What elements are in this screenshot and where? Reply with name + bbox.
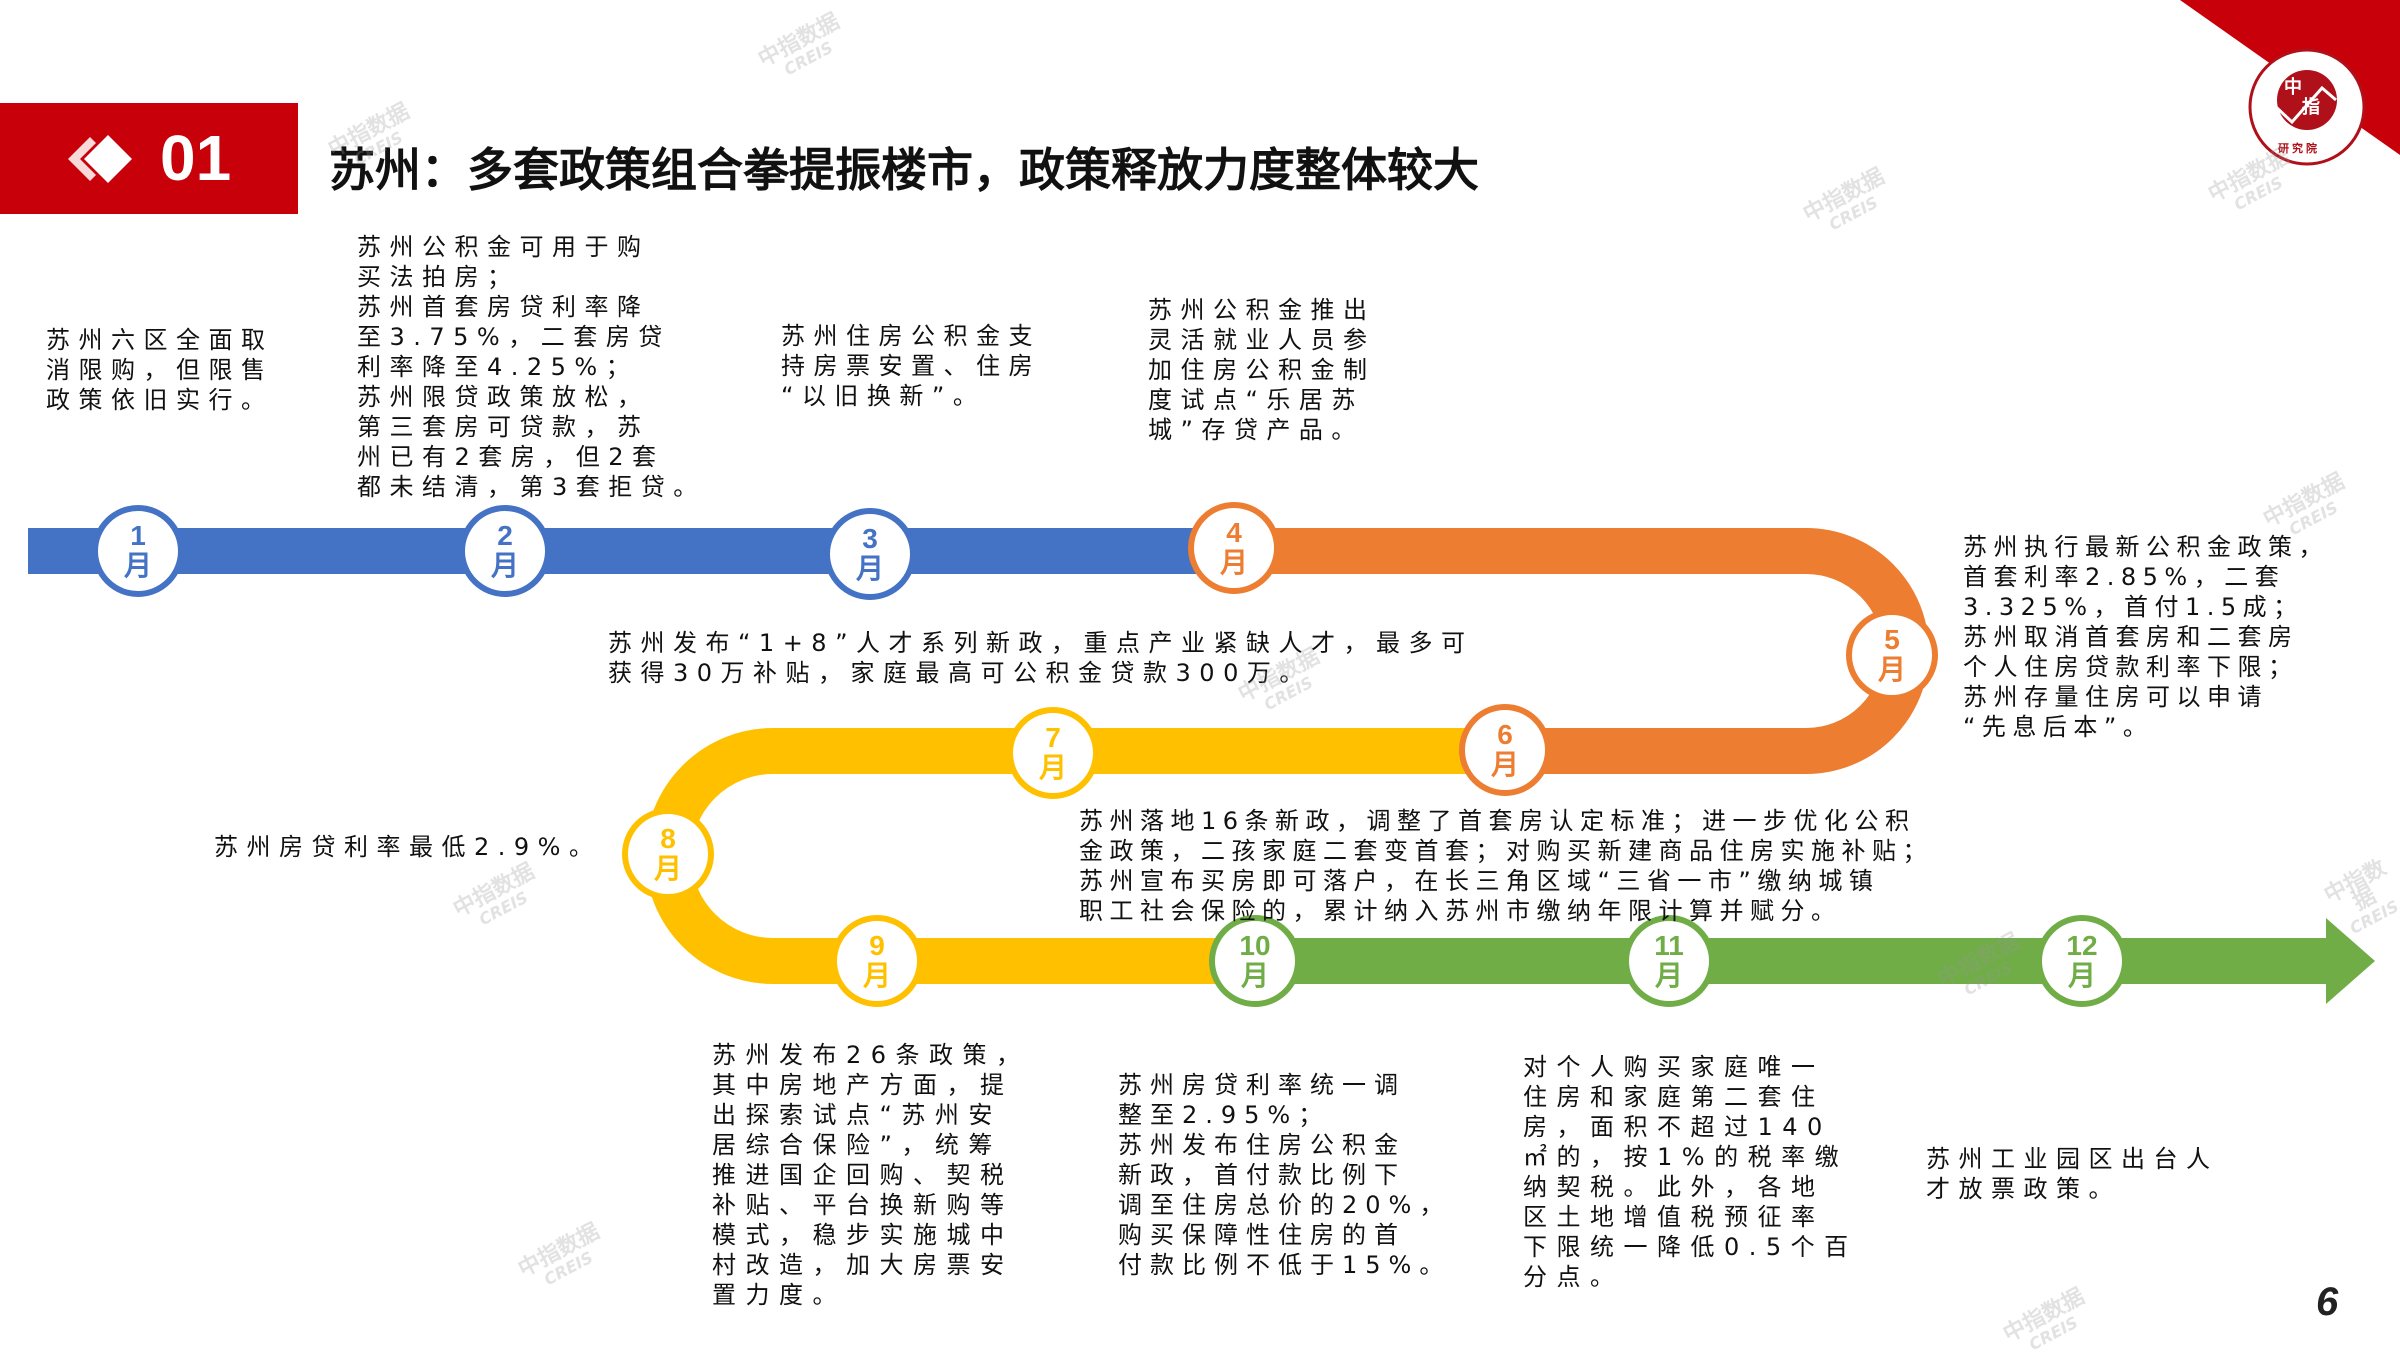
- logo: 中 指: [2284, 78, 2320, 118]
- diamond-icon: [68, 135, 132, 183]
- note-oct: 苏州房贷利率统一调 整至2.95%； 苏州发布住房公积金 新政，首付款比例下 调…: [1118, 1071, 1452, 1279]
- page-title: 苏州：多套政策组合拳提振楼市，政策释放力度整体较大: [329, 143, 1479, 197]
- logo-char: 中: [2284, 77, 2302, 98]
- note-jan: 苏州六区全面取 消限购，但限售 政策依旧实行。: [46, 326, 274, 414]
- brand-corner: [2180, 0, 2400, 166]
- note-may: 苏州执行最新公积金政策， 首套利率2.85%，二套 3.325%，首付1.5成；…: [1963, 533, 2329, 741]
- note-dec: 苏州工业园区出台人 才放票政策。: [1926, 1145, 2219, 1203]
- logo-char: 指: [2302, 97, 2320, 118]
- note-feb: 苏州公积金可用于购 买法拍房； 苏州首套房贷利率降 至3.75%，二套房贷 利率…: [357, 233, 706, 501]
- note-apr-top: 苏州公积金推出 灵活就业人员参 加住房公积金制 度试点“乐居苏 城”存贷产品。: [1148, 296, 1376, 444]
- page-number: 6: [2316, 1280, 2339, 1324]
- section-badge: 01: [0, 103, 298, 214]
- note-nov: 对个人购买家庭唯一 住房和家庭第二套住 房，面积不超过140 ㎡的，按1%的税率…: [1523, 1053, 1858, 1291]
- note-aug: 苏州房贷利率最低2.9%。: [214, 833, 602, 861]
- note-mar: 苏州住房公积金支 持房票安置、住房 “以旧换新”。: [781, 322, 1041, 410]
- note-jun: 苏州落地16条新政，调整了首套房认定标准；进一步优化公积 金政策，二孩家庭二套变…: [1079, 807, 1933, 925]
- logo-bottom-text: 研究院: [2278, 142, 2320, 155]
- note-apr-bottom: 苏州发布“1+8”人才系列新政，重点产业紧缺人才，最多可 获得30万补贴，家庭最…: [608, 629, 1474, 687]
- note-sep: 苏州发布26条政策， 其中房地产方面，提 出探索试点“苏州安 居综合保险”，统筹…: [712, 1041, 1030, 1309]
- section-number: 01: [160, 122, 232, 194]
- arrow-head: [2326, 918, 2375, 1004]
